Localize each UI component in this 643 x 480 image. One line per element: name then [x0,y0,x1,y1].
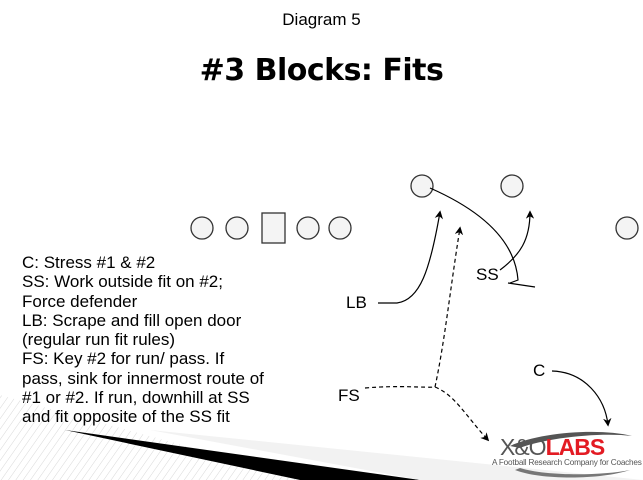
logo-brand-left: X&O [500,434,547,460]
lineman-icon [190,216,214,240]
xo-labs-logo: X&OLABS A Football Research Company for … [492,432,642,480]
lineman-icon [225,216,249,240]
note-line: pass, sink for innermost route of [22,368,264,388]
ss-route-arrow [499,210,535,271]
fs-label: FS [338,386,360,405]
decorative-corner-wedge [0,395,643,480]
lb-route-arrow [378,210,443,304]
receiver-2-icon [410,174,434,198]
logo-swoosh-top [510,431,632,448]
note-line: SS: Work outside fit on #2; [22,272,223,292]
coaching-notes: C: Stress #1 & #2 SS: Work outside fit o… [22,253,322,427]
lineman-icon [328,216,352,240]
receiver-1-icon [500,174,524,198]
offensive-line [190,212,352,244]
note-line: #1 or #2. If run, downhill at SS [22,388,250,408]
note-line: LB: Scrape and fill open door [22,310,242,330]
logo-brand-right: LABS [545,434,606,460]
note-line: FS: Key #2 for run/ pass. If [22,349,225,369]
note-line: (regular run fit rules) [22,330,176,350]
slide-title: #3 Blocks: Fits [199,53,444,88]
c-route-arrow [551,370,612,427]
logo-swoosh-bottom [515,468,630,478]
c-label: C [533,361,546,380]
wide-receiver-icon [615,216,639,240]
logo-brand: X&OLABS [500,434,606,461]
logo-tagline: A Football Research Company for Coaches [492,458,642,467]
lineman-icon [296,216,320,240]
center-square-icon [261,212,286,244]
fs-route-deep-arrow [364,226,464,389]
diagram-subtitle: Diagram 5 [282,10,361,29]
note-line: and fit opposite of the SS fit [22,407,230,427]
lb-label: LB [346,293,367,312]
fs-route-downhill-arrow [434,386,490,442]
note-line: Force defender [22,291,138,311]
note-line: C: Stress #1 & #2 [22,253,156,272]
ss-label: SS [476,265,499,284]
block-path-receiver-2 [429,187,536,288]
